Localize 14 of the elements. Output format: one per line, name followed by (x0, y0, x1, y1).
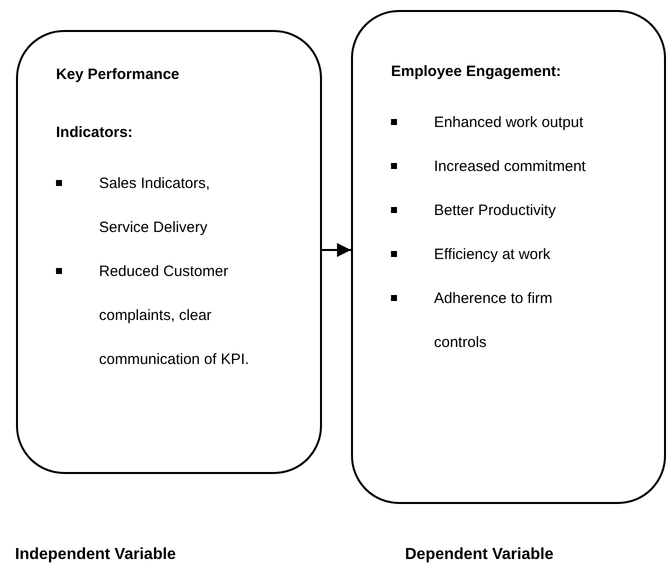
box-heading: Key Performance Indicators: (56, 65, 180, 143)
bullet-text: Efficiency at work (434, 245, 552, 265)
arrow (322, 243, 351, 257)
bullet-text: Sales Indicators, Service Delivery (99, 174, 211, 238)
rounded-box (16, 30, 322, 474)
box-heading: Employee Engagement: (391, 62, 562, 82)
bullet-text: Reduced Customer complaints, clear communication of KPI. (99, 262, 250, 370)
variable-label: Independent Variable (15, 545, 176, 565)
bullet-text: Enhanced work output (434, 113, 584, 133)
bullet-text: Adherence to firm controls (434, 289, 554, 353)
rounded-box (351, 10, 666, 504)
bullet-text: Better Productivity (434, 201, 557, 221)
variable-label: Dependent Variable (405, 545, 554, 565)
bullet-text: Increased commitment (434, 157, 587, 177)
